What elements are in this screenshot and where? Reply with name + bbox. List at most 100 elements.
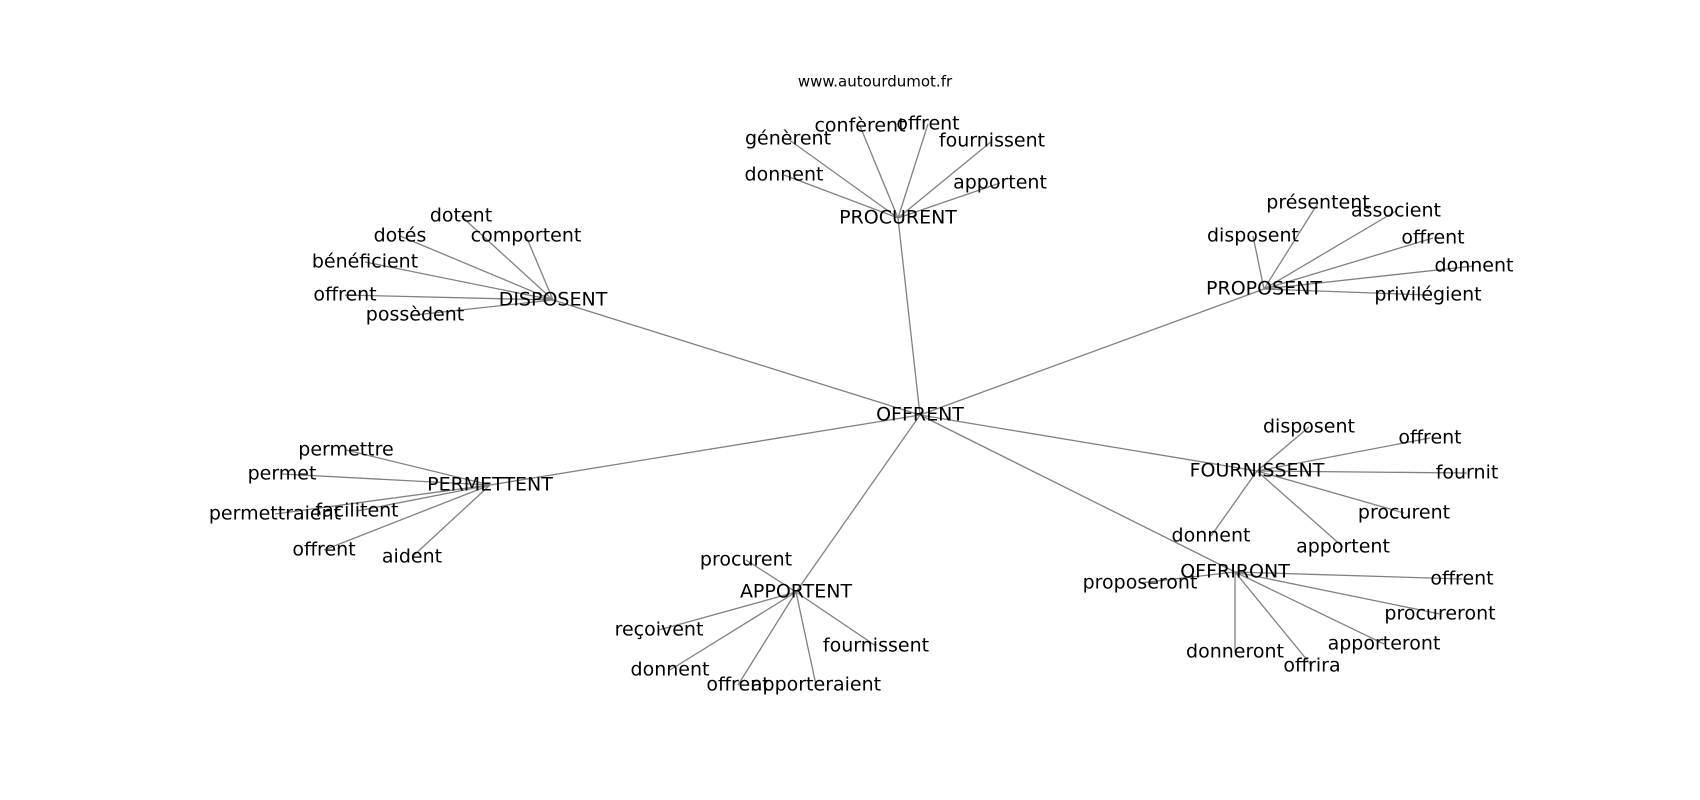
labels: www.autourdumot.fr OFFRENT PROCURENT génèr… [209,73,1514,696]
edge-proposent-2 [1252,235,1265,290]
word-node[interactable]: procureront [1384,603,1495,625]
edge-procurent-4 [783,174,899,219]
edge-root-apportent [795,414,921,593]
edge-root-offriront [919,414,1236,573]
edge-fournissent-5 [1210,470,1258,537]
word-node[interactable]: offrent [896,113,959,135]
word-node[interactable]: associent [1351,200,1441,222]
edge-procurent-0 [787,138,899,219]
word-node[interactable]: bénéficient [312,251,418,273]
word-node[interactable]: offrent [1401,227,1464,249]
edge-offriront-3 [1234,571,1385,645]
edge-proposent-4 [1263,265,1475,290]
edge-proposent-3 [1263,237,1434,290]
word-node[interactable]: apporteraient [751,674,881,696]
word-node[interactable]: procurent [700,549,792,571]
edge-root-proposent [919,288,1265,416]
edge-offriront-0 [1139,571,1236,584]
word-node[interactable]: apportent [1296,536,1390,558]
edge-permettent-5 [411,484,491,558]
edge-root-procurent [897,217,921,416]
hub-node-apportent[interactable]: APPORTENT [740,581,853,603]
edge-permettent-1 [281,473,491,486]
edge-apportent-5 [795,591,877,647]
hub-node-offriront[interactable]: OFFRIRONT [1180,561,1290,583]
word-node[interactable]: confèrent [814,115,905,137]
edge-disposent-5 [414,299,554,316]
edge-fournissent-0 [1256,426,1310,472]
word-node[interactable]: disposent [1263,416,1355,438]
edge-apportent-1 [658,591,797,631]
word-node[interactable]: fournissent [939,130,1045,152]
word-node[interactable]: disposent [1207,225,1299,247]
word-node[interactable]: génèrent [745,128,831,150]
hub-node-procurent[interactable]: PROCURENT [839,207,957,229]
word-node[interactable]: donnent [631,659,710,681]
edge-disposent-1 [399,235,554,301]
word-node[interactable]: facilitent [315,500,398,522]
word-node[interactable]: apportent [953,172,1047,194]
edge-disposent-4 [344,294,554,301]
source-label: www.autourdumot.fr [798,73,953,91]
word-node[interactable]: reçoivent [615,619,704,641]
word-node[interactable]: dotés [374,225,427,247]
word-node[interactable]: offrent [1430,568,1493,590]
root-node[interactable]: OFFRENT [876,404,964,426]
edge-root-fournissent [919,414,1258,472]
edges [274,123,1475,686]
edge-root-disposent [552,299,921,416]
edge-apportent-4 [795,591,817,686]
word-node[interactable]: donneront [1186,641,1284,663]
hub-node-proposent[interactable]: PROPOSENT [1206,278,1322,300]
word-node[interactable]: procurent [1358,502,1450,524]
edge-procurent-3 [897,140,993,219]
word-node[interactable]: donnent [1172,525,1251,547]
edge-apportent-2 [669,591,797,671]
edge-offriront-4 [1234,571,1313,667]
edge-permettent-3 [356,484,491,512]
word-node[interactable]: offrent [1398,427,1461,449]
edge-offriront-1 [1234,571,1463,580]
edge-fournissent-3 [1256,470,1405,514]
word-node[interactable]: permet [248,463,317,485]
edge-permettent-4 [323,484,491,551]
edge-procurent-2 [897,123,929,219]
edge-fournissent-1 [1256,437,1431,472]
edge-permettent-0 [345,449,491,486]
hub-node-permettent[interactable]: PERMETTENT [427,474,553,496]
edge-proposent-1 [1263,210,1397,290]
edge-apportent-0 [745,559,797,593]
word-node[interactable]: apporteront [1328,633,1441,655]
word-node[interactable]: donnent [745,164,824,186]
word-node[interactable]: offrira [1283,655,1340,677]
word-node[interactable]: privilégient [1374,284,1481,306]
hub-node-disposent[interactable]: DISPOSENT [499,289,608,311]
word-node[interactable]: dotent [430,205,492,227]
word-node[interactable]: fournit [1436,462,1499,484]
word-node[interactable]: possèdent [366,304,464,326]
word-node[interactable]: offrent [706,674,769,696]
edge-disposent-3 [364,261,554,301]
edge-proposent-0 [1263,202,1319,290]
edge-permettent-2 [274,484,491,515]
edge-fournissent-4 [1256,470,1344,548]
hub-node-fournissent[interactable]: FOURNISSENT [1190,460,1325,482]
edge-offriront-2 [1234,571,1441,615]
edge-root-permettent [489,414,921,486]
edge-procurent-5 [897,182,1001,219]
word-node[interactable]: comportent [471,225,582,247]
edge-disposent-0 [460,215,554,301]
edge-fournissent-2 [1256,470,1468,474]
word-node[interactable]: présentent [1266,192,1369,214]
word-node[interactable]: donnent [1435,255,1514,277]
word-node[interactable]: fournissent [823,635,929,657]
word-node[interactable]: permettre [298,439,393,461]
word-node[interactable]: offrent [292,539,355,561]
word-node[interactable]: offrent [313,284,376,306]
word-node[interactable]: aident [382,546,442,568]
edge-proposent-5 [1263,288,1429,296]
word-node[interactable]: permettraient [209,503,341,525]
word-node[interactable]: proposeront [1083,572,1198,594]
edge-disposent-2 [525,235,554,301]
